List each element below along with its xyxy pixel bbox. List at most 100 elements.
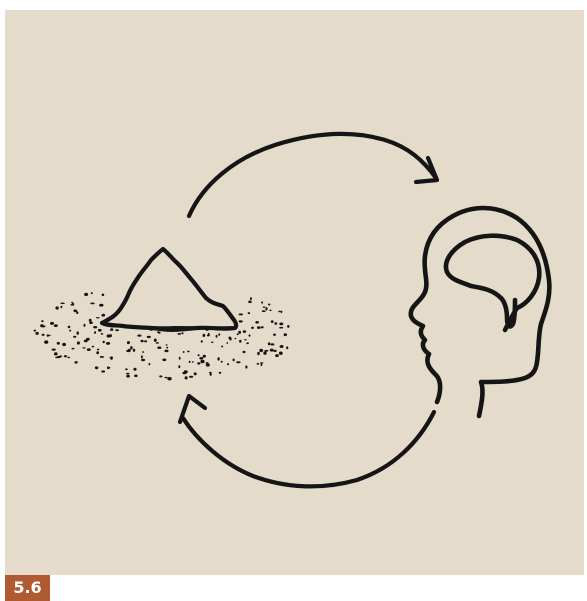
particle — [280, 345, 284, 348]
particle — [102, 314, 106, 317]
particle — [97, 349, 99, 351]
particle — [147, 336, 151, 338]
particle — [115, 329, 119, 331]
particle — [216, 335, 218, 338]
particle — [142, 351, 144, 353]
particle — [263, 351, 266, 354]
particle — [257, 326, 261, 329]
particle — [250, 297, 252, 300]
particle — [154, 339, 157, 342]
particle — [259, 349, 263, 352]
particle — [245, 365, 247, 368]
particle — [270, 349, 274, 352]
particle — [126, 373, 130, 375]
particle — [110, 328, 113, 331]
particle — [69, 330, 71, 332]
particle — [257, 352, 260, 355]
particle — [237, 333, 239, 335]
particle — [210, 373, 212, 376]
particle — [95, 366, 99, 369]
particle — [287, 325, 289, 328]
particle — [211, 342, 214, 343]
particle — [200, 360, 204, 363]
particle — [98, 329, 102, 332]
particle — [243, 351, 246, 353]
particle — [262, 310, 266, 312]
particle — [60, 303, 64, 305]
particle — [274, 322, 277, 325]
particle — [159, 375, 162, 377]
particle — [47, 334, 49, 336]
particle — [73, 309, 77, 312]
particle — [248, 301, 252, 304]
particle — [67, 357, 70, 358]
particle — [187, 351, 190, 353]
particle — [60, 306, 62, 309]
particle — [110, 334, 112, 337]
particle — [156, 342, 159, 344]
particle — [57, 342, 60, 345]
particle — [74, 362, 76, 364]
particle — [255, 321, 259, 324]
scattered-particles — [34, 292, 290, 380]
particle — [194, 372, 197, 375]
particle — [284, 333, 287, 336]
particle — [62, 343, 66, 346]
curved-arrow-left-icon — [180, 396, 434, 486]
particle — [82, 347, 85, 348]
particle — [130, 346, 133, 349]
particle — [59, 356, 62, 357]
particle — [260, 362, 263, 363]
particle — [206, 363, 210, 366]
particle — [189, 376, 193, 378]
particle — [96, 351, 99, 354]
particle — [34, 330, 37, 332]
particle — [144, 340, 147, 342]
particle — [201, 340, 203, 342]
particle — [167, 377, 171, 380]
particle — [141, 359, 145, 361]
particle — [166, 347, 168, 349]
particle — [199, 357, 203, 360]
particle — [101, 333, 104, 335]
arrow-bottom-curve — [183, 412, 434, 486]
particle — [279, 327, 283, 329]
particle — [73, 336, 76, 338]
particle — [206, 362, 209, 364]
particle — [90, 303, 94, 305]
particle — [84, 324, 86, 327]
particle — [208, 333, 210, 335]
particle — [92, 346, 95, 348]
particle — [93, 326, 97, 328]
particle — [278, 311, 280, 312]
particle — [87, 348, 91, 351]
brain-outline — [446, 236, 539, 330]
diagram-svg — [5, 10, 584, 575]
particle — [243, 330, 246, 333]
particle — [185, 376, 188, 379]
particle — [280, 311, 282, 314]
curved-arrow-right-icon — [189, 134, 437, 216]
particle — [263, 307, 266, 308]
particle — [233, 359, 235, 362]
particle — [52, 349, 56, 351]
particle — [68, 326, 71, 329]
particle — [218, 333, 220, 335]
particle — [141, 355, 143, 358]
particle — [106, 342, 110, 345]
particle — [101, 370, 105, 372]
particle — [239, 340, 241, 343]
particle — [162, 359, 166, 362]
particle — [238, 331, 241, 334]
sand-pile-icon — [102, 249, 236, 330]
particle — [179, 357, 181, 360]
human-head-brain-icon — [411, 208, 550, 416]
particle — [251, 327, 254, 329]
particle — [177, 333, 181, 335]
particle — [103, 341, 105, 343]
particle — [55, 357, 58, 358]
particle — [86, 338, 90, 341]
particle — [164, 350, 168, 353]
illustration-panel — [5, 10, 584, 575]
